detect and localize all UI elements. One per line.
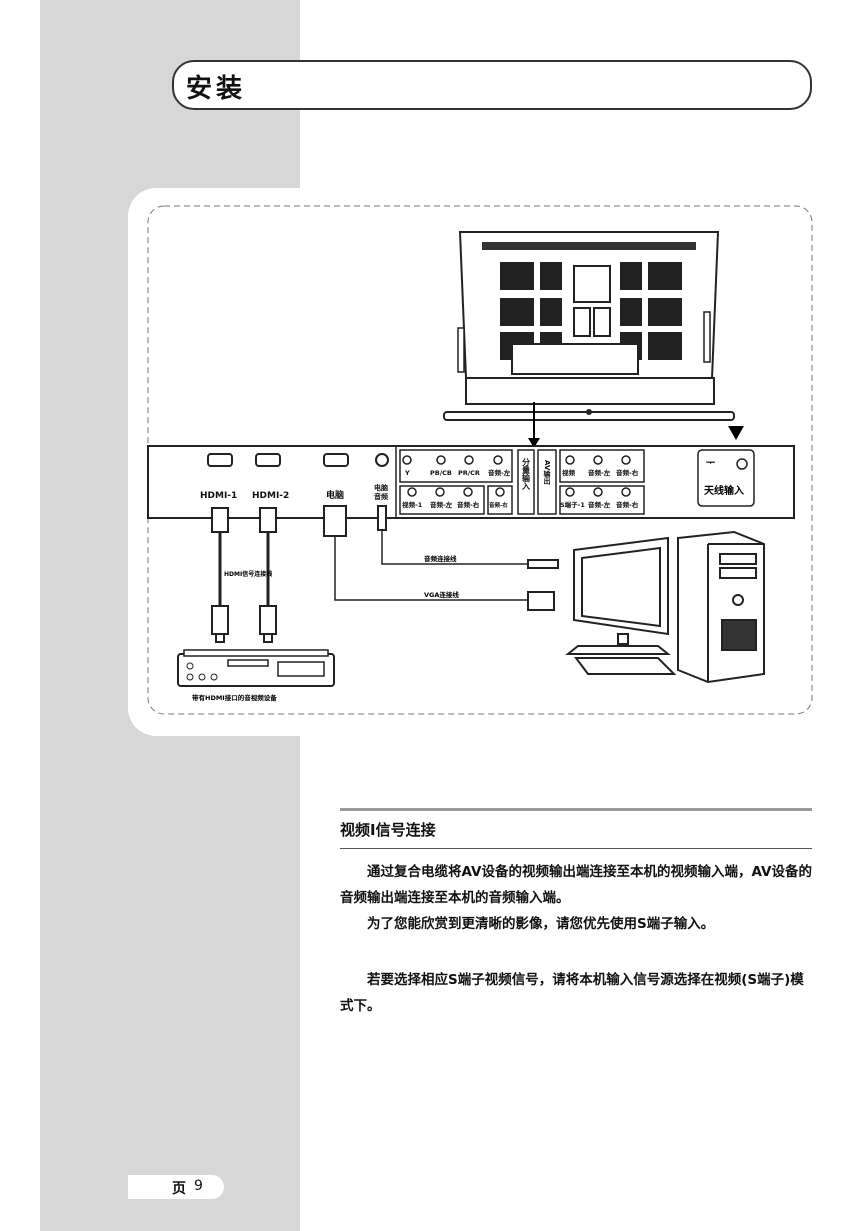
rca-jack-icon [495,487,505,497]
vga-plug-icon [527,591,555,611]
label-hdmi2: HDMI-2 [252,491,289,501]
audio-jack-icon [375,453,389,467]
label-antenna: 天线输入 [704,484,744,497]
page-number: 9 [194,1178,203,1194]
label-out-audio-l: 音频-左 [588,468,611,477]
section-heading: 视频I信号连接 [340,811,812,849]
svideo-jack-icon [565,487,575,497]
label-y: Y [404,469,410,477]
hdmi-plug-icon [211,605,229,635]
rca-jack-icon [464,455,474,465]
page-number-tab: 页 9 [128,1175,224,1199]
label-vga-cable: VGA连接线 [424,590,459,599]
tv-back-illustration [443,231,735,421]
av-device-illustration [177,649,335,687]
label-video1: 视频-1 [402,500,423,509]
rca-jack-icon [402,455,412,465]
label-pc-audio-2: 音频 [374,492,388,501]
content-section: 视频I信号连接 通过复合电缆将AV设备的视频输出端连接至本机的视频输入端，AV设… [340,808,812,1019]
hdmi-port-icon [207,453,233,467]
label-audio-r-component: 音频-右 [489,501,508,509]
antenna-symbol-icon: ᅮ [706,458,715,469]
rca-jack-icon [593,487,603,497]
hdmi-port-icon [255,453,281,467]
connection-diagram: HDMI-1 HDMI-2 电脑 电脑 音频 [128,188,834,736]
hdmi-plug-icon [259,605,277,635]
rca-jack-icon [493,455,503,465]
title-bar: 安装 [172,60,812,110]
section-rule [340,808,812,811]
rca-jack-icon [621,487,631,497]
vga-plug-icon [323,505,347,537]
antenna-jack-icon [736,458,748,470]
label-av-out: AV输出 [543,460,552,486]
audio-plug-icon [377,505,387,531]
label-pb: PB/CB [430,469,452,477]
page-label: 页 [172,1181,186,1197]
label-pc: 电脑 [326,489,344,501]
label-out-audio-r: 音频-右 [616,468,639,477]
page-title: 安装 [186,74,247,104]
arrow-down-icon [728,426,744,440]
audio-plug-icon [527,559,559,569]
paragraph-2: 为了您能欣赏到更清晰的影像，请您优先使用S端子输入。 [367,916,715,932]
hdmi-plug-icon [211,507,229,533]
label-pr: PR/CR [458,469,480,477]
label-pc-audio-1: 电脑 [374,483,388,492]
computer-illustration [565,530,765,684]
paragraph-3: 若要选择相应S端子视频信号，请将本机输入信号源选择在视频(S端子)模式下。 [340,972,804,1014]
vga-port-icon [323,453,349,467]
hdmi-plug-icon [259,507,277,533]
label-s-audio-r: 音频-右 [616,500,639,509]
label-audio-l-top: 音频-左 [488,468,511,477]
label-svideo1: S端子-1 [560,500,585,509]
label-component-input: 分量输入 [521,457,531,491]
rca-jack-icon [407,487,417,497]
rca-jack-icon [593,455,603,465]
rca-jack-icon [621,455,631,465]
paragraph-1: 通过复合电缆将AV设备的视频输出端连接至本机的视频输入端，AV设备的音频输出端连… [340,864,812,906]
diagram-canvas: HDMI-1 HDMI-2 电脑 电脑 音频 [147,205,813,715]
label-audio-l-bottom: 音频-左 [430,500,453,509]
label-hdmi-cable: HDMI信号连接线 [224,570,272,578]
label-audio-r-bottom: 音频-右 [457,500,480,509]
rca-jack-icon [565,455,575,465]
label-out-video: 视频 [562,468,576,477]
arrow-down-icon [528,438,540,448]
label-av-device: 带有HDMI接口的音视频设备 [192,693,277,702]
rca-jack-icon [436,455,446,465]
label-s-audio-l: 音频-左 [588,500,611,509]
label-audio-cable: 音频连接线 [424,554,457,563]
label-hdmi1: HDMI-1 [200,491,237,501]
rca-jack-icon [463,487,473,497]
rca-jack-icon [435,487,445,497]
